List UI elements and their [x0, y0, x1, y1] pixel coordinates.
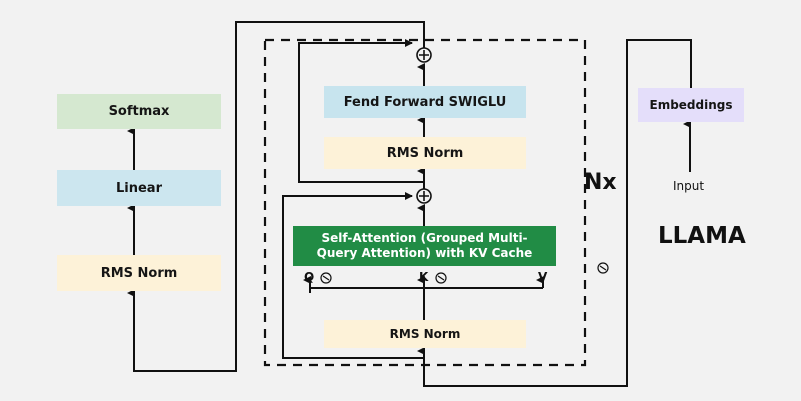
rotary-embedding-icon-q: [320, 272, 332, 284]
v-label: V: [538, 270, 548, 284]
attention-residual-wire: [282, 192, 424, 359]
residual-add-lower: [416, 188, 432, 204]
self-attention-box: Self-Attention (Grouped Multi-Query Atte…: [293, 226, 556, 266]
final-rms-norm-label: RMS Norm: [100, 265, 178, 281]
attention-rms-norm-label: RMS Norm: [389, 327, 461, 341]
diagram-title: LLAMA: [658, 223, 746, 249]
rotary-embedding-icon: [597, 262, 609, 274]
q-label: Q: [304, 270, 315, 284]
ffn-residual-wire: [298, 39, 424, 183]
softmax-label: Softmax: [108, 104, 170, 119]
embeddings-box: Embeddings: [638, 88, 744, 122]
embeddings-label: Embeddings: [649, 98, 733, 112]
ffn-rms-norm-label: RMS Norm: [386, 145, 464, 161]
k-label: K: [419, 270, 429, 284]
rotary-embedding-icon-k: [435, 272, 447, 284]
ffn-rms-norm-box: RMS Norm: [324, 137, 526, 169]
input-label: Input: [673, 179, 705, 193]
block-output-wire: [127, 21, 425, 372]
linear-label: Linear: [116, 180, 162, 196]
attention-rms-norm-box: RMS Norm: [324, 320, 526, 348]
softmax-box: Softmax: [57, 94, 221, 129]
embedding-to-block-wire: [417, 39, 692, 387]
feed-forward-box: Fend Forward SWIGLU: [324, 86, 526, 118]
self-attention-label: Self-Attention (Grouped Multi-Query Atte…: [316, 231, 533, 260]
repeat-count-label: Nx: [584, 170, 617, 195]
final-rms-norm-box: RMS Norm: [57, 255, 221, 291]
feed-forward-label: Fend Forward SWIGLU: [343, 94, 507, 110]
qkv-split-wire: [310, 287, 543, 320]
residual-add-upper: [416, 47, 432, 63]
linear-box: Linear: [57, 170, 221, 206]
